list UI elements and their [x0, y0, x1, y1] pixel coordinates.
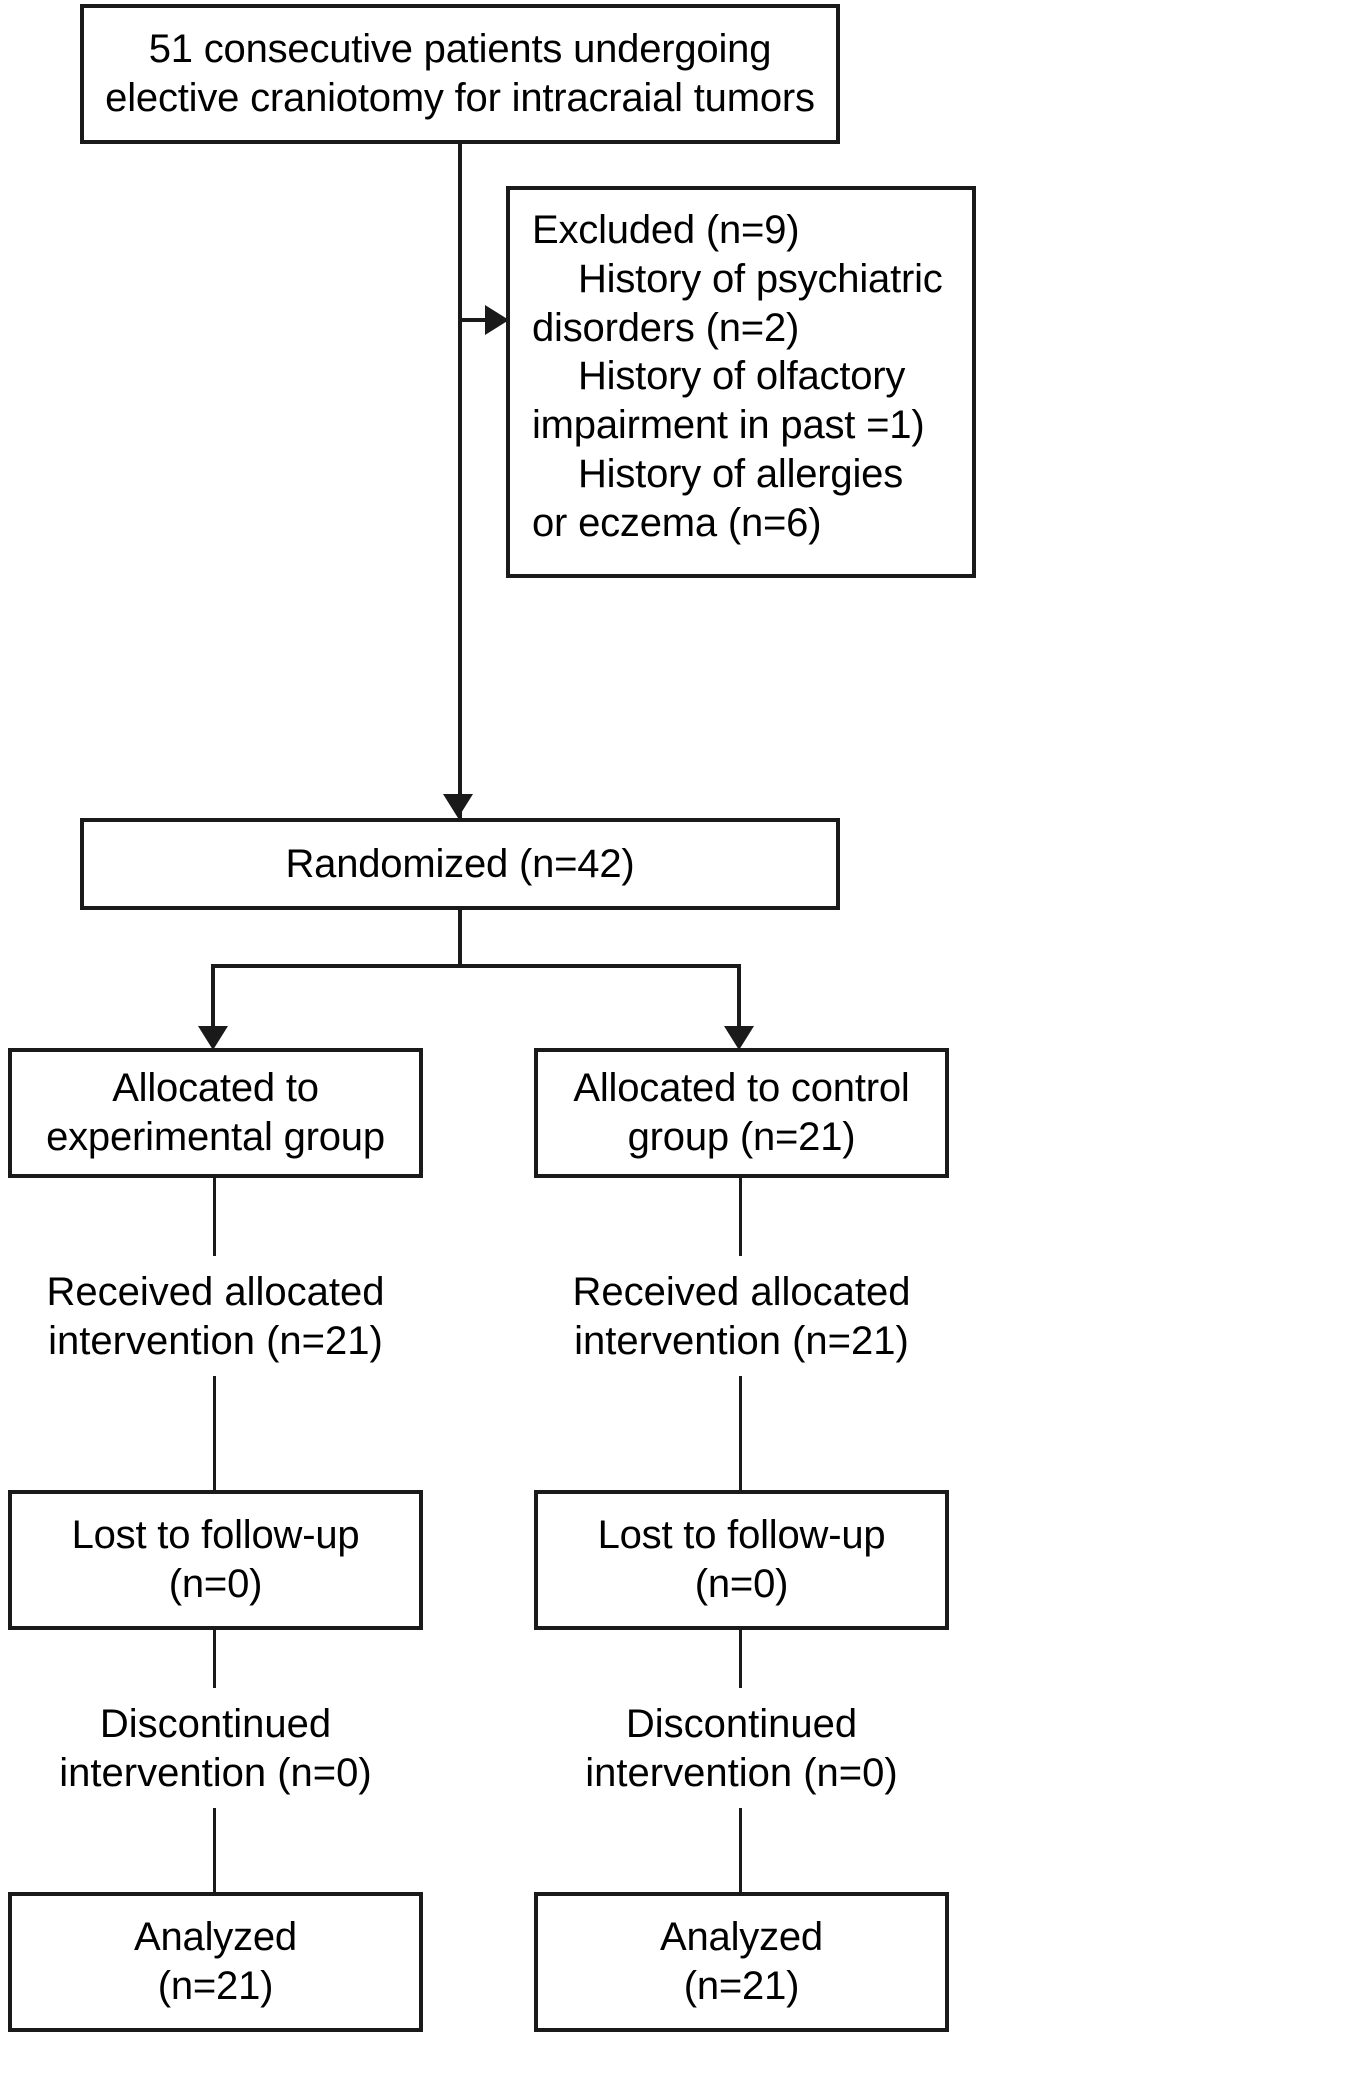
enrollment-line-2: elective craniotomy for intracraial tumo…: [105, 76, 815, 120]
excluded-reason-3-line-2: or eczema (n=6): [532, 500, 822, 545]
excluded-heading: Excluded (n=9): [532, 208, 800, 252]
connector-experimental-lost-to-discontinued: [213, 1630, 216, 1688]
arrow-into-excluded: [485, 305, 509, 335]
experimental-allocation-line-2: experimental group: [46, 1115, 385, 1159]
control-allocation-line-2: group (n=21): [627, 1115, 856, 1159]
connector-split-horizontal: [211, 964, 741, 968]
control-analyzed-line-1: Analyzed: [660, 1915, 823, 1960]
randomized-box: Randomized (n=42): [80, 818, 840, 910]
connector-experimental-discontinued-to-analyzed: [213, 1808, 216, 1892]
excluded-reason-1-line-1: History of psychiatric: [578, 256, 943, 301]
connector-split-right: [737, 964, 741, 1036]
experimental-analyzed-line-1: Analyzed: [134, 1915, 297, 1960]
experimental-lost-box: Lost to follow-up (n=0): [8, 1490, 423, 1630]
enrollment-line-1: 51 consecutive patients undergoing: [148, 27, 772, 72]
control-allocation-box: Allocated to control group (n=21): [534, 1048, 949, 1178]
connector-control-discontinued-to-analyzed: [739, 1808, 742, 1892]
experimental-discontinued-block: Discontinued intervention (n=0): [8, 1690, 423, 1808]
connector-control-received-to-lost: [739, 1376, 742, 1492]
control-allocation-line-1: Allocated to control: [573, 1066, 910, 1111]
connector-experimental-allocation-to-received: [213, 1178, 216, 1256]
control-lost-line-1: Lost to follow-up: [597, 1513, 886, 1558]
experimental-received-block: Received allocated intervention (n=21): [8, 1258, 423, 1376]
excluded-reason-2-line-1: History of olfactory: [578, 354, 906, 399]
experimental-lost-line-1: Lost to follow-up: [71, 1513, 360, 1558]
connector-control-allocation-to-received: [739, 1178, 742, 1256]
control-analyzed-line-2: (n=21): [683, 1964, 800, 2008]
experimental-allocation-line-1: Allocated to: [112, 1066, 319, 1111]
connector-experimental-received-to-lost: [213, 1376, 216, 1492]
enrollment-box: 51 consecutive patients undergoing elect…: [80, 4, 840, 144]
arrow-into-experimental-allocation: [198, 1026, 228, 1050]
experimental-discontinued-line-1: Discontinued: [99, 1702, 332, 1747]
excluded-reason-1-line-2: disorders (n=2): [532, 305, 800, 350]
control-received-line-1: Received allocated: [572, 1270, 911, 1315]
control-discontinued-block: Discontinued intervention (n=0): [534, 1690, 949, 1808]
experimental-lost-line-2: (n=0): [168, 1562, 263, 1606]
connector-randomized-stem: [458, 910, 462, 968]
excluded-box: Excluded (n=9) History of psychiatric di…: [506, 186, 976, 578]
randomized-label: Randomized (n=42): [285, 841, 635, 886]
connector-enrollment-to-randomized: [458, 144, 462, 834]
arrow-into-control-allocation: [724, 1026, 754, 1050]
arrow-into-randomized: [443, 794, 473, 818]
experimental-analyzed-line-2: (n=21): [157, 1964, 274, 2008]
experimental-received-line-1: Received allocated: [46, 1270, 385, 1315]
control-analyzed-box: Analyzed (n=21): [534, 1892, 949, 2032]
connector-to-excluded: [458, 318, 508, 322]
connector-split-left: [211, 964, 215, 1036]
control-discontinued-line-1: Discontinued: [625, 1702, 858, 1747]
control-discontinued-line-2: intervention (n=0): [585, 1751, 898, 1795]
control-received-line-2: intervention (n=21): [574, 1319, 909, 1363]
control-lost-box: Lost to follow-up (n=0): [534, 1490, 949, 1630]
excluded-reason-2-line-2: impairment in past =1): [532, 403, 925, 448]
experimental-discontinued-line-2: intervention (n=0): [59, 1751, 372, 1795]
excluded-reason-3-line-1: History of allergies: [578, 451, 904, 496]
experimental-analyzed-box: Analyzed (n=21): [8, 1892, 423, 2032]
control-lost-line-2: (n=0): [694, 1562, 789, 1606]
experimental-received-line-2: intervention (n=21): [48, 1319, 383, 1363]
experimental-allocation-box: Allocated to experimental group: [8, 1048, 423, 1178]
control-received-block: Received allocated intervention (n=21): [534, 1258, 949, 1376]
connector-control-lost-to-discontinued: [739, 1630, 742, 1688]
